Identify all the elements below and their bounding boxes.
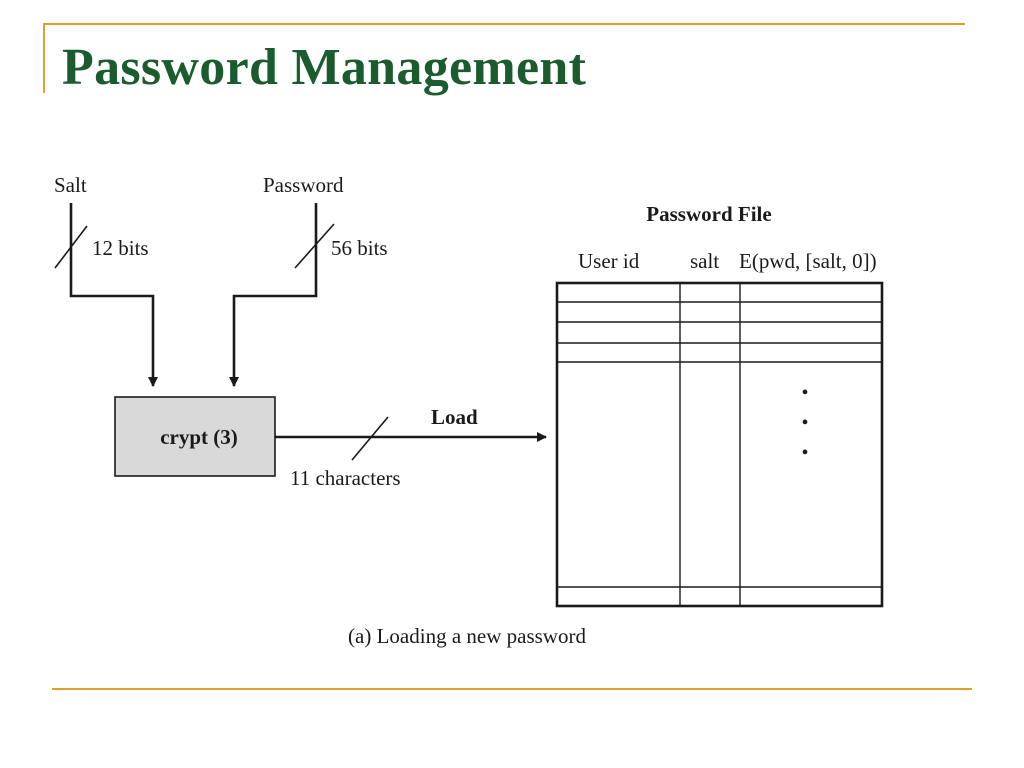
ellipsis-dot: •	[801, 442, 808, 464]
slide-title: Password Management	[62, 39, 587, 96]
password-line	[229, 203, 318, 387]
salt-line	[69, 203, 158, 387]
password-file-title: Password File	[646, 202, 771, 226]
crypt-label: crypt (3)	[160, 425, 238, 449]
frame-bottom-rule	[52, 688, 972, 690]
crypt-box	[114, 396, 276, 477]
password-file-table	[555, 281, 884, 608]
ellipsis-dot: •	[801, 412, 808, 434]
password-bus-slash	[294, 223, 335, 269]
frame-top-rule	[43, 23, 965, 25]
password-bits-label: 56 bits	[331, 236, 388, 260]
salt-bits-label: 12 bits	[92, 236, 149, 260]
salt-label: Salt	[54, 173, 87, 197]
column-header-salt: salt	[690, 249, 719, 273]
column-header-user-id: User id	[578, 249, 640, 273]
frame-left-rule	[43, 23, 45, 93]
output-width-label: 11 characters	[290, 466, 401, 490]
password-label: Password	[263, 173, 344, 197]
figure-caption: (a) Loading a new password	[348, 624, 586, 648]
salt-bus-slash	[54, 225, 88, 269]
table-border	[555, 281, 884, 608]
column-header-encrypted-password: E(pwd, [salt, 0])	[739, 249, 877, 273]
ellipsis-dot: •	[801, 382, 808, 404]
load-bus-slash	[351, 416, 389, 461]
load-label: Load	[431, 405, 478, 429]
